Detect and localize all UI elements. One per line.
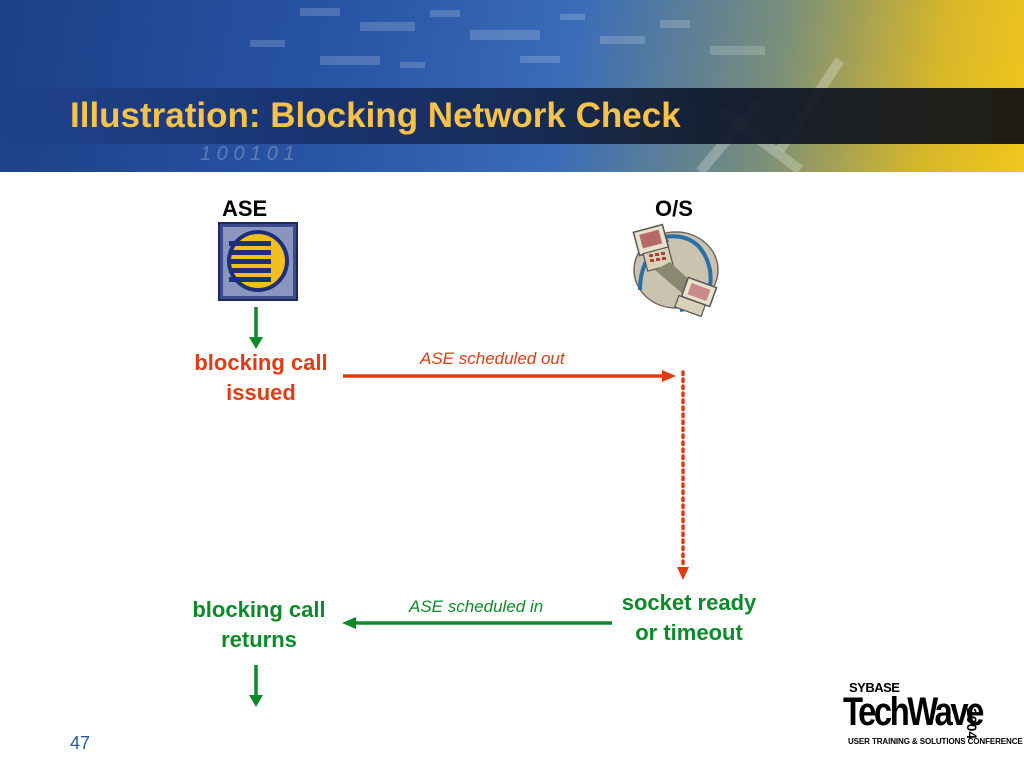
- binary-watermark: 1 0 0 1 0 1: [200, 143, 295, 165]
- waiting-dotted-arrow: [677, 370, 689, 580]
- page-number: 47: [70, 733, 91, 753]
- state-socket-ready: socket ready or timeout: [604, 588, 774, 648]
- state-socket-ready-line1: socket ready: [621, 590, 757, 615]
- logo-name: TechWave: [843, 690, 984, 734]
- state-call-returns: blocking call returns: [176, 595, 342, 655]
- computer-network-icon: [632, 223, 719, 318]
- os-column-label: O/S: [655, 196, 693, 221]
- title-band: [0, 88, 1024, 144]
- scheduled-out-arrow: [343, 370, 676, 382]
- logo-tagline: USER TRAINING & SOLUTIONS CONFERENCE: [848, 737, 1023, 746]
- note-scheduled-out: ASE scheduled out: [420, 349, 565, 368]
- state-call-returns-line2: returns: [221, 627, 297, 652]
- state-call-issued-line1: blocking call: [194, 350, 328, 375]
- down-arrow-return: [249, 665, 263, 707]
- logo-brand: SYBASE: [849, 680, 900, 695]
- slide-title: Illustration: Blocking Network Check: [70, 96, 681, 135]
- ase-column-label: ASE: [222, 196, 268, 221]
- logo-year: 2004: [964, 708, 980, 740]
- state-call-issued-line2: issued: [226, 380, 296, 405]
- scheduled-in-arrow: [342, 617, 612, 629]
- note-scheduled-in: ASE scheduled in: [409, 597, 544, 616]
- slide-header: 1 0 0 1 0 1 Illustration: Blocking Netwo…: [0, 0, 1024, 172]
- state-socket-ready-line2: or timeout: [635, 620, 743, 645]
- state-call-issued: blocking call issued: [178, 348, 344, 408]
- state-call-returns-line1: blocking call: [192, 597, 326, 622]
- down-arrow-ase: [249, 307, 263, 349]
- techwave-logo: SYBASE TechWave 2004 USER TRAINING & SOL…: [843, 680, 1023, 750]
- ase-server-icon: [218, 222, 298, 301]
